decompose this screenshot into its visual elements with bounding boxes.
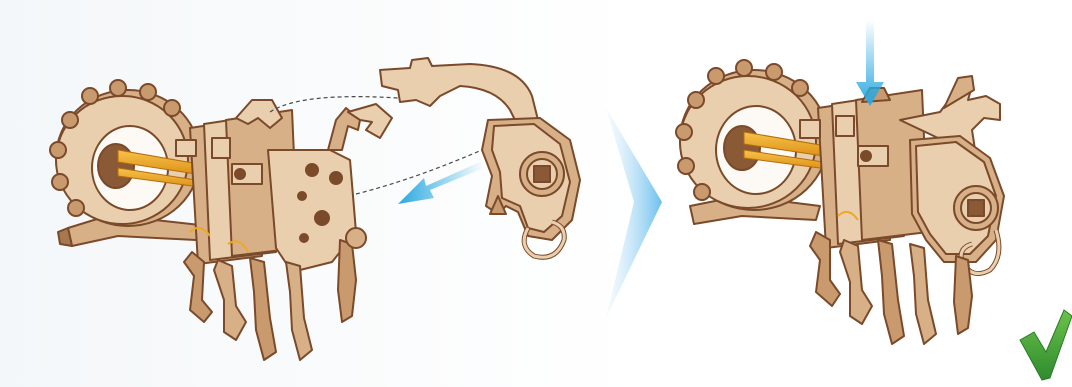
assembly-illustration — [0, 0, 1072, 387]
